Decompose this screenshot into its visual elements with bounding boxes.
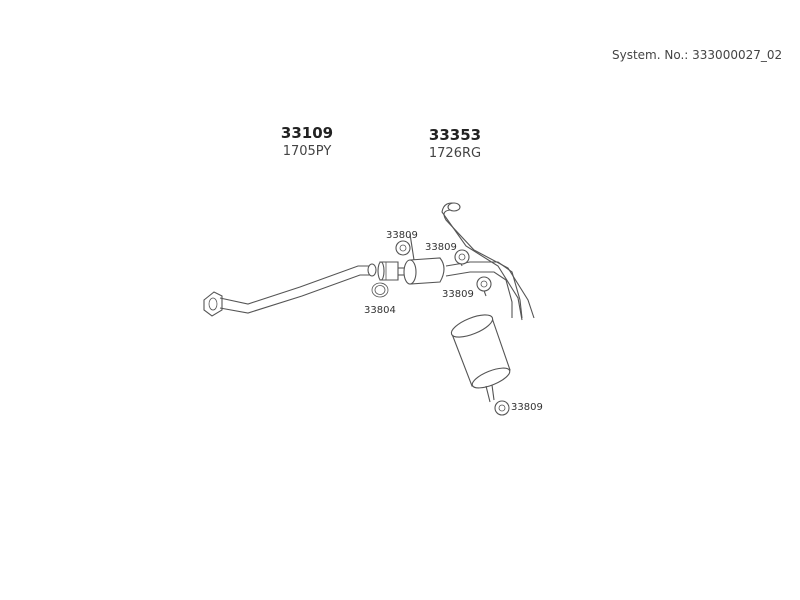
hanger-d-body <box>494 400 510 416</box>
rubber-hanger-b <box>454 249 470 265</box>
pipe-upper-end <box>447 202 461 212</box>
front-pipe <box>203 263 377 317</box>
middle-silencer-body <box>409 257 445 285</box>
part-label-front-pipe: 33109 1705PY <box>272 124 342 159</box>
rear-tail-outlet <box>485 385 491 403</box>
rubber-hanger-d <box>494 400 510 416</box>
hanger-a-hole <box>399 244 407 252</box>
part-number: 33353 <box>428 126 482 144</box>
front-pipe-end <box>367 263 377 277</box>
hanger-d-hole <box>498 404 506 412</box>
front-flange <box>203 291 223 317</box>
flange-hole <box>208 297 218 311</box>
rubber-hanger-c <box>476 276 492 292</box>
middle-silencer-end <box>403 259 417 285</box>
hanger-c-hole <box>480 280 488 288</box>
callout-hanger-c: 33809 <box>442 289 474 300</box>
connecting-pipe-lower <box>445 271 513 318</box>
front-pipe-lower-edge <box>219 274 370 314</box>
hanger-a-body <box>395 240 411 256</box>
part-label-rear-silencer: 33353 1726RG <box>420 126 490 161</box>
part-code: 1705PY <box>282 144 332 159</box>
part-code: 1726RG <box>428 146 482 161</box>
inlet-opening <box>377 261 385 281</box>
hanger-c-body <box>476 276 492 292</box>
callout-hanger-d: 33809 <box>511 402 543 413</box>
callout-hanger-b: 33809 <box>425 242 457 253</box>
front-pipe-upper-edge <box>219 265 370 305</box>
gasket <box>371 282 389 298</box>
callout-hanger-a: 33809 <box>386 230 418 241</box>
hanger-b-hole <box>458 253 466 261</box>
rear-system <box>377 202 535 403</box>
hanger-stud-a <box>409 233 415 261</box>
rubber-hanger-a <box>395 240 411 256</box>
callout-gasket: 33804 <box>364 305 396 316</box>
rear-silencer-top <box>450 314 494 338</box>
system-number: System. No.: 333000027_02 <box>612 48 783 62</box>
gasket-ring-outer <box>371 282 389 298</box>
rear-silencer-bottom <box>471 367 511 389</box>
hanger-b-body <box>454 249 470 265</box>
part-number: 33109 <box>280 124 334 142</box>
gasket-ring-inner <box>374 285 386 295</box>
rear-tail-outlet-2 <box>491 384 495 401</box>
